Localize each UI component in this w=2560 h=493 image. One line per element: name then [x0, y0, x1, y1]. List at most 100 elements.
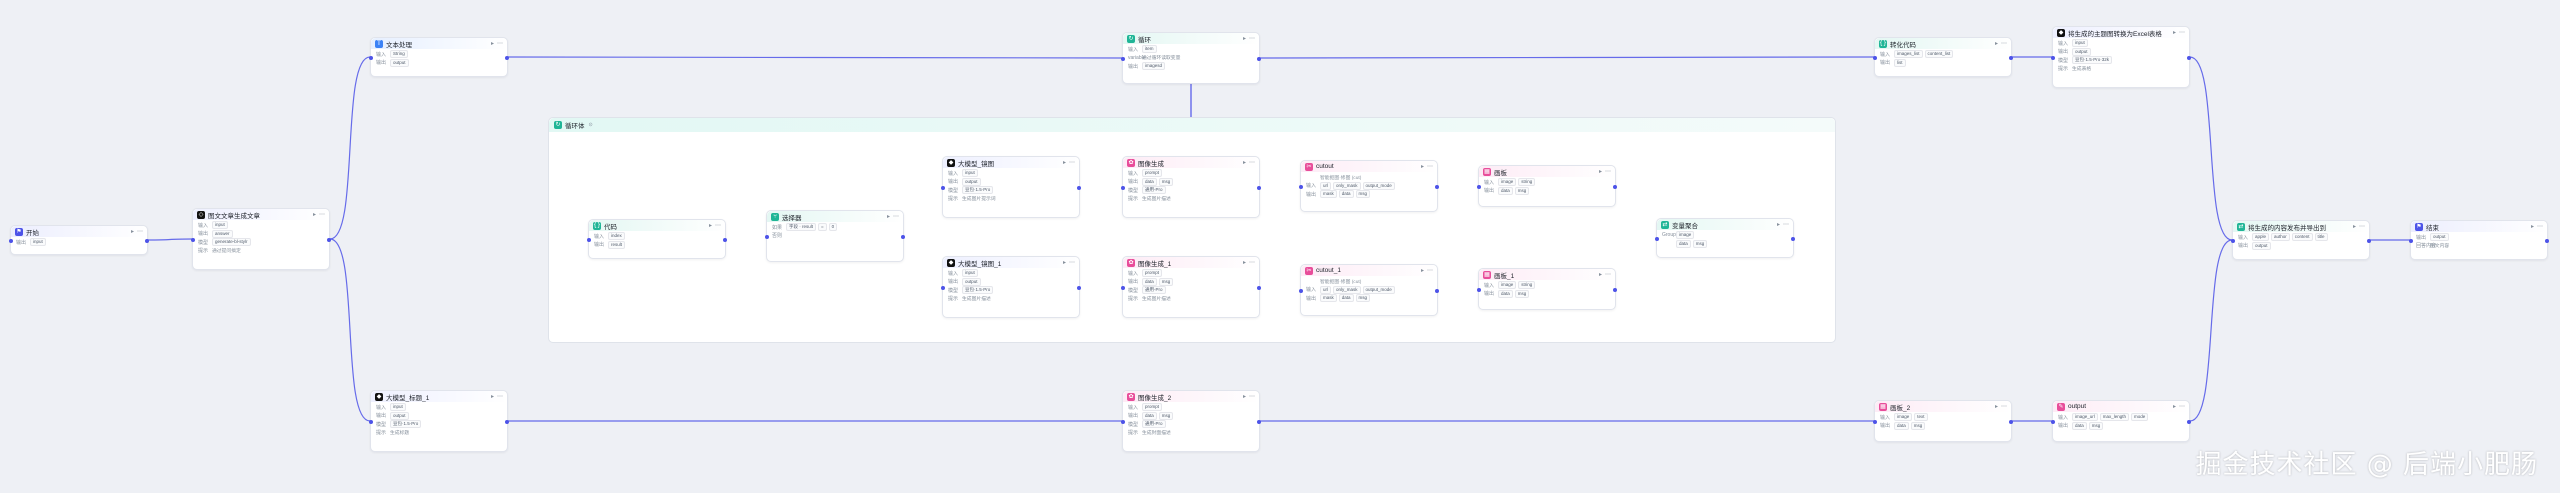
more-icon[interactable]: ⋯ [2537, 224, 2543, 230]
output-port[interactable] [1791, 237, 1795, 241]
input-port[interactable] [9, 239, 13, 243]
output-port[interactable] [2187, 56, 2191, 60]
run-icon[interactable]: ▸ [2530, 224, 2534, 230]
node-header[interactable]: ⚑开始▸⋯ [11, 226, 147, 237]
input-port[interactable] [1299, 185, 1303, 189]
node-header[interactable]: ✿图像生成_2▸⋯ [1123, 391, 1259, 402]
output-port[interactable] [1257, 420, 1261, 424]
more-icon[interactable]: ⋯ [1427, 164, 1433, 170]
run-icon[interactable]: ▸ [490, 394, 494, 400]
edge-output-node-to-final-merge[interactable] [2189, 239, 2233, 422]
loop-header[interactable]: ↻ 循环体 ⊙ [549, 118, 1835, 132]
node-header[interactable]: ✂cutout_1▸⋯ [1301, 265, 1437, 276]
node-header[interactable]: {}代码▸⋯ [589, 220, 725, 231]
run-icon[interactable]: ▸ [886, 214, 890, 220]
more-icon[interactable]: ⋯ [2359, 224, 2365, 230]
more-icon[interactable]: ⋯ [319, 212, 325, 218]
output-port[interactable] [1077, 186, 1081, 190]
output-port[interactable] [505, 420, 509, 424]
run-icon[interactable]: ▸ [1062, 160, 1066, 166]
input-port[interactable] [1655, 237, 1659, 241]
run-icon[interactable]: ▸ [1420, 268, 1424, 274]
run-icon[interactable]: ▸ [130, 229, 134, 235]
run-icon[interactable]: ▸ [1994, 41, 1998, 47]
input-port[interactable] [1121, 57, 1125, 61]
run-icon[interactable]: ▸ [490, 41, 494, 47]
input-port[interactable] [2231, 239, 2235, 243]
more-icon[interactable]: ⋯ [1427, 268, 1433, 274]
run-icon[interactable]: ▸ [1062, 260, 1066, 266]
more-icon[interactable]: ⋯ [2179, 30, 2185, 36]
run-icon[interactable]: ▸ [2172, 30, 2176, 36]
node-header[interactable]: ✂cutout▸⋯ [1301, 161, 1437, 172]
loop-container[interactable]: ↻ 循环体 ⊙ [548, 117, 1836, 343]
run-icon[interactable]: ▸ [1242, 160, 1246, 166]
output-port[interactable] [1435, 289, 1439, 293]
output-port[interactable] [145, 239, 149, 243]
more-icon[interactable]: ⋯ [1605, 169, 1611, 175]
more-icon[interactable]: ⋯ [1249, 36, 1255, 42]
edge-text-process-to-loop-node[interactable] [507, 56, 1123, 59]
input-port[interactable] [2409, 239, 2413, 243]
output-port[interactable] [1077, 286, 1081, 290]
input-port[interactable] [2051, 420, 2055, 424]
node-header[interactable]: ↻循环▸⋯ [1123, 33, 1259, 44]
run-icon[interactable]: ▸ [2172, 404, 2176, 410]
input-port[interactable] [1121, 186, 1125, 190]
output-port[interactable] [1257, 186, 1261, 190]
edge-start-to-text-split[interactable] [147, 238, 193, 241]
node-header[interactable]: ✎output▸⋯ [2053, 401, 2189, 412]
output-port[interactable] [2187, 420, 2191, 424]
node-header[interactable]: ▦画板▸⋯ [1479, 166, 1615, 177]
input-port[interactable] [369, 56, 373, 60]
run-icon[interactable]: ▸ [1242, 36, 1246, 42]
node-header[interactable]: ⑂选择器▸⋯ [767, 211, 903, 222]
node-header[interactable]: ◆大模型_标题_1▸⋯ [371, 391, 507, 402]
more-icon[interactable]: ⋯ [2001, 404, 2007, 410]
input-port[interactable] [2051, 56, 2055, 60]
input-port[interactable] [941, 286, 945, 290]
output-port[interactable] [2009, 420, 2013, 424]
input-port[interactable] [191, 238, 195, 242]
node-header[interactable]: ✿图像生成_1▸⋯ [1123, 257, 1259, 268]
more-icon[interactable]: ⋯ [1249, 160, 1255, 166]
more-icon[interactable]: ⋯ [1783, 222, 1789, 228]
input-port[interactable] [1477, 185, 1481, 189]
more-icon[interactable]: ⋯ [1249, 394, 1255, 400]
output-port[interactable] [1257, 286, 1261, 290]
more-icon[interactable]: ⋯ [1605, 272, 1611, 278]
run-icon[interactable]: ▸ [1994, 404, 1998, 410]
output-port[interactable] [723, 238, 727, 242]
node-header[interactable]: ◆将生成的主题图转换为Excel表格▸⋯ [2053, 27, 2189, 38]
run-icon[interactable]: ▸ [708, 223, 712, 229]
node-header[interactable]: ✿图像生成▸⋯ [1123, 157, 1259, 168]
input-port[interactable] [765, 235, 769, 239]
edge-loop-node-to-code-convert[interactable] [1259, 56, 1875, 59]
node-header[interactable]: ⚑结束▸⋯ [2411, 221, 2547, 232]
input-port[interactable] [1873, 420, 1877, 424]
run-icon[interactable]: ▸ [1598, 169, 1602, 175]
more-icon[interactable]: ⋯ [715, 223, 721, 229]
node-header[interactable]: {}转化代码▸⋯ [1875, 38, 2011, 49]
node-header[interactable]: ◇图文文章生成文章▸⋯ [193, 209, 329, 220]
input-port[interactable] [1121, 420, 1125, 424]
run-icon[interactable]: ▸ [312, 212, 316, 218]
